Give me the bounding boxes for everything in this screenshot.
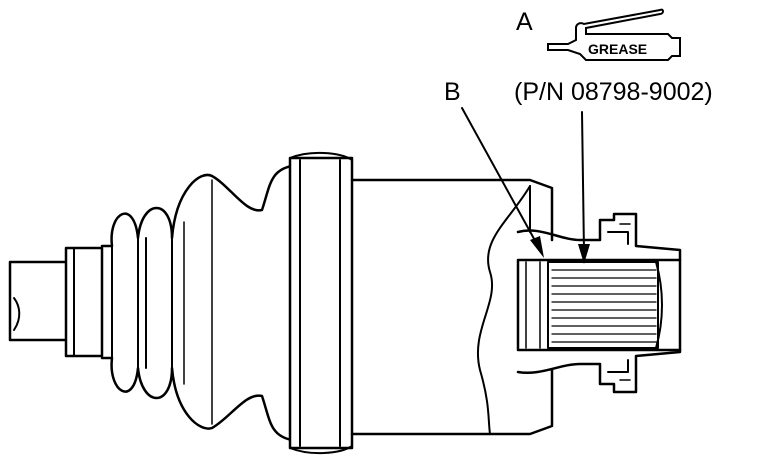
- grease-tube-icon: [547, 8, 681, 61]
- part-number-label: (P/N 08798-9002): [514, 78, 713, 106]
- arrowheads: [530, 236, 590, 264]
- outer-housing: [350, 178, 554, 436]
- greased-splines: [547, 261, 663, 349]
- label-b: B: [444, 78, 461, 106]
- grease-tube-label: GREASE: [588, 41, 647, 57]
- label-a: A: [516, 8, 533, 36]
- leader-lines: [461, 107, 585, 253]
- cv-boot: [100, 164, 294, 442]
- spline-bore: [516, 258, 682, 352]
- spline-flange: [516, 212, 682, 394]
- small-boot-clamp: [64, 246, 104, 358]
- large-boot-band: [288, 151, 354, 455]
- axle-shaft: [8, 260, 70, 342]
